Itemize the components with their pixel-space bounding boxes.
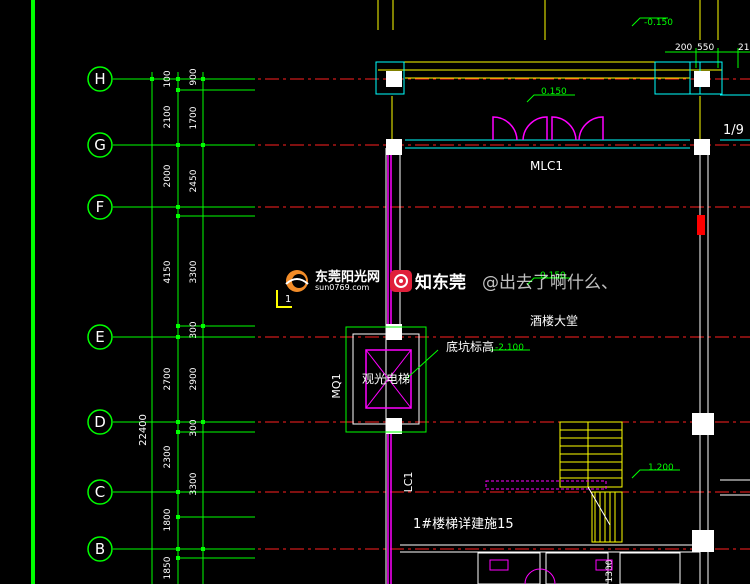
structural-columns — [386, 71, 714, 552]
view-marker — [276, 290, 292, 308]
label-stair: 1#楼梯详建施15 — [413, 517, 514, 532]
label-pit: 底坑标高 — [446, 339, 494, 354]
top-extension-lines — [377, 0, 719, 40]
watermark-site-url: sun0769.com — [315, 282, 370, 292]
grid-label-b: B — [95, 540, 105, 558]
dim-215: 215 — [738, 43, 750, 53]
top-wall — [378, 61, 722, 148]
grid-label-e: E — [95, 328, 104, 346]
view-marker-label: 1 — [285, 294, 291, 305]
sun-logo-icon — [285, 270, 309, 292]
dim-total-22400: 22400 — [138, 414, 149, 446]
column-g-2[interactable] — [694, 139, 710, 155]
watermark-handle: @出去了啊什么、 — [482, 273, 618, 293]
level-0150-mid: 0.150 — [540, 271, 566, 281]
label-lc1: LC1 — [402, 472, 415, 493]
dim-1800: 1800 — [163, 508, 173, 531]
grid-bubble-connectors — [113, 78, 140, 550]
door-mlc1 — [492, 116, 604, 141]
column-h-2[interactable] — [694, 71, 710, 87]
dim-2700: 2700 — [163, 367, 173, 390]
brand-logo-icon — [390, 269, 412, 292]
watermark-brand: 知东莞 — [390, 268, 466, 293]
dim-550: 550 — [697, 43, 714, 53]
grid-labels: H G F E D C B — [94, 70, 106, 558]
grid-bubble-b[interactable] — [87, 536, 113, 562]
window-frames — [375, 61, 750, 149]
dim-200: 200 — [675, 43, 692, 53]
watermark-brand-name: 知东莞 — [415, 273, 466, 293]
level-minus-2100: -2.100 — [495, 343, 524, 353]
label-mlc1: MLC1 — [530, 159, 563, 173]
level-minus-0150: -0.150 — [644, 18, 673, 28]
dim-900: 900 — [189, 68, 199, 85]
grid-label-d: D — [94, 413, 106, 431]
grid-label-g: G — [94, 136, 106, 154]
label-mq1: MQ1 — [330, 373, 343, 398]
grid-label-h: H — [94, 70, 105, 88]
red-marker — [697, 215, 705, 235]
sightseeing-elevator — [345, 326, 439, 433]
elevator-labels: 观光电梯 底坑标高 — [362, 339, 494, 386]
dimension-text-outer: 100 2100 2000 4150 2700 2300 1800 1850 — [163, 70, 173, 579]
dim-2450: 2450 — [189, 169, 199, 192]
curtain-wall — [387, 155, 392, 584]
dimension-text-inner: 900 1700 2450 3300 300 2900 300 3300 130… — [189, 68, 615, 582]
dim-3300-a: 3300 — [189, 260, 199, 283]
grid-bubble-d[interactable] — [87, 409, 113, 435]
top-dimension-lines — [665, 48, 750, 68]
dim-2900: 2900 — [189, 367, 199, 390]
dim-1300: 1300 — [605, 559, 615, 582]
bottom-doors — [489, 559, 613, 584]
dimension-text-top: 200 550 215 — [675, 43, 750, 53]
dim-300-b: 300 — [189, 419, 199, 436]
grid-bubble-g[interactable] — [87, 132, 113, 158]
level-1200: 1.200 — [648, 463, 674, 473]
dim-300-a: 300 — [189, 321, 199, 338]
column-d-1[interactable] — [386, 418, 402, 434]
dim-3300-b: 3300 — [189, 472, 199, 495]
dim-1700: 1700 — [189, 106, 199, 129]
column-b-2[interactable] — [692, 530, 714, 552]
dim-1850: 1850 — [163, 556, 173, 579]
grid-bubble-f[interactable] — [87, 194, 113, 220]
level-markers — [490, 17, 680, 479]
dimension-ticks — [150, 77, 205, 560]
label-elevator: 观光电梯 — [362, 372, 410, 386]
grid-lines — [115, 78, 750, 550]
stair — [559, 421, 623, 543]
column-e-1[interactable] — [386, 324, 402, 340]
dim-2100: 2100 — [163, 105, 173, 128]
column-g-1[interactable] — [386, 139, 402, 155]
grid-label-f: F — [96, 198, 105, 216]
grid-bubble-h[interactable] — [87, 66, 113, 92]
stair-arrow — [587, 486, 611, 526]
dim-2000: 2000 — [163, 164, 173, 187]
dim-2300: 2300 — [163, 445, 173, 468]
grid-label-c: C — [95, 483, 105, 501]
stair-railing — [485, 480, 607, 490]
dim-4150: 4150 — [163, 260, 173, 283]
level-0150-top: 0.150 — [541, 87, 567, 97]
level-texts: -0.150 0.150 0.150 1.200 -2.100 — [495, 18, 674, 473]
grid-bubble-c[interactable] — [87, 479, 113, 505]
column-d-2[interactable] — [692, 413, 714, 435]
label-slope: 1/9 — [723, 123, 744, 138]
drawing-border-left — [31, 0, 35, 584]
watermark-sun0769: 东莞阳光网 sun0769.com — [282, 268, 380, 294]
column-h-1[interactable] — [386, 71, 402, 87]
watermark-site-name: 东莞阳光网 — [315, 269, 381, 285]
dim-100: 100 — [163, 70, 173, 87]
grid-bubbles — [87, 66, 113, 562]
grid-bubble-e[interactable] — [87, 324, 113, 350]
label-lobby: 酒楼大堂 — [530, 313, 578, 328]
